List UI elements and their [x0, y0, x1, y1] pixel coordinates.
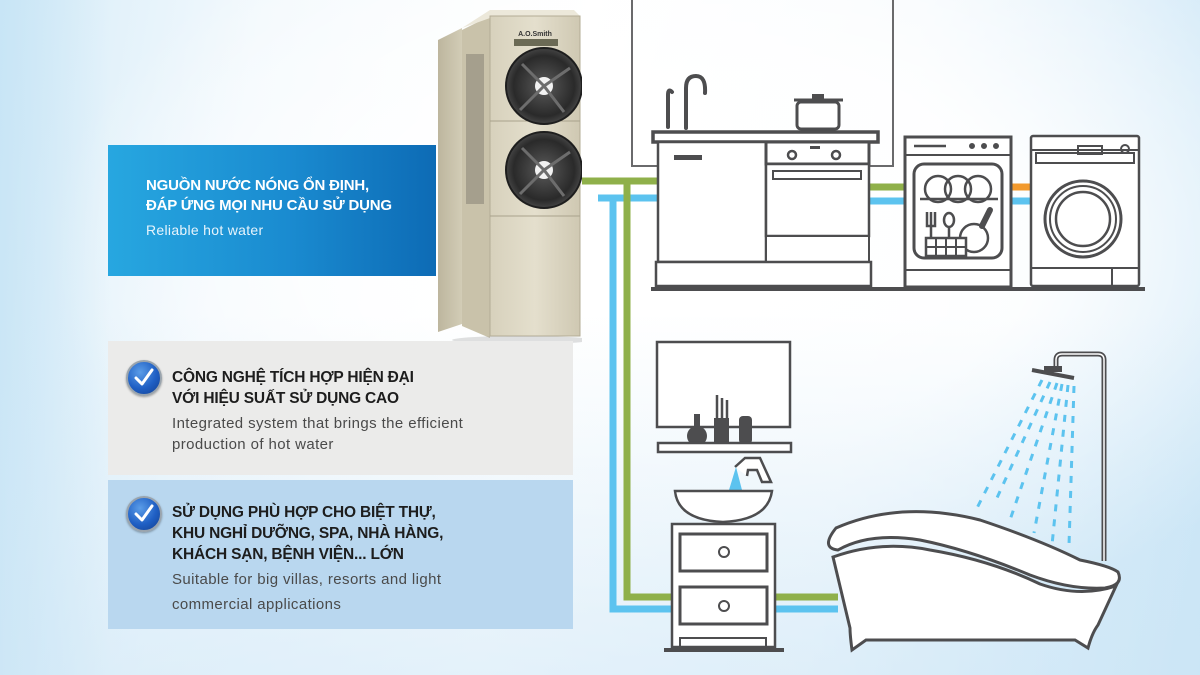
feature-suitable-applications: SỬ DỤNG PHÙ HỢP CHO BIỆT THỰ, KHU NGHỈ D… — [108, 480, 573, 629]
feature-subtitle: Reliable hot water — [146, 222, 264, 238]
feature-title-line: KHU NGHỈ DƯỠNG, SPA, NHÀ HÀNG, — [172, 525, 444, 542]
checkmark-badge-icon — [126, 360, 162, 396]
dishwasher-icon — [903, 135, 1013, 289]
brand-label: A.O.Smith — [518, 31, 552, 38]
feature-title-line: NGUỒN NƯỚC NÓNG ỔN ĐỊNH, — [146, 177, 369, 194]
checkmark-badge-icon — [126, 496, 162, 532]
washing-machine-icon — [1029, 134, 1141, 288]
feature-title-line: ĐÁP ỨNG MỌI NHU CẦU SỬ DỤNG — [146, 197, 392, 214]
feature-subtitle-line: commercial applications — [172, 596, 342, 613]
feature-reliable-hot-water: NGUỒN NƯỚC NÓNG ỔN ĐỊNH, ĐÁP ỨNG MỌI NHU… — [108, 145, 436, 276]
feature-title-line: KHÁCH SẠN, BỆNH VIỆN... LỚN — [172, 546, 404, 563]
feature-title-line: SỬ DỤNG PHÙ HỢP CHO BIỆT THỰ, — [172, 504, 436, 521]
feature-integrated-system: CÔNG NGHỆ TÍCH HỢP HIỆN ĐẠI VỚI HIỆU SUẤ… — [108, 341, 573, 475]
bathtub-shower-icon — [827, 351, 1121, 653]
feature-title-line: VỚI HIỆU SUẤT SỬ DỤNG CAO — [172, 390, 399, 407]
feature-subtitle-line: production of hot water — [172, 436, 334, 453]
heat-pump-product-image: A.O.Smith — [438, 10, 582, 344]
feature-subtitle-line: Suitable for big villas, resorts and lig… — [172, 571, 442, 588]
feature-title-line: CÔNG NGHỆ TÍCH HỢP HIỆN ĐẠI — [172, 369, 414, 386]
feature-subtitle-line: Integrated system that brings the effici… — [172, 415, 464, 432]
bathroom-vanity-icon — [655, 340, 793, 652]
kitchen-counter-icon — [651, 73, 1145, 291]
